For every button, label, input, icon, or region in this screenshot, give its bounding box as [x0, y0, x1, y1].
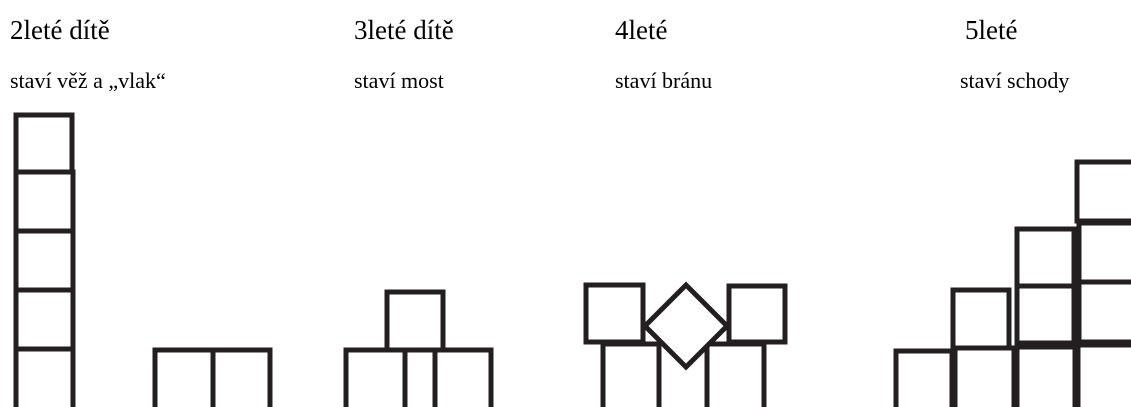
column-title-2-year: 2leté dítě [10, 15, 110, 45]
column-subtitle-bridge: staví most [354, 68, 444, 93]
block [704, 341, 767, 407]
bridge-construction [343, 289, 494, 407]
block [1075, 342, 1131, 407]
block [13, 169, 76, 234]
block [583, 282, 646, 345]
train-construction [152, 347, 273, 407]
block [13, 228, 76, 293]
block [1014, 226, 1077, 289]
block [1076, 279, 1131, 345]
block [726, 283, 788, 345]
column-title-3-year: 3leté dítě [354, 15, 454, 45]
tower-construction [13, 112, 76, 407]
stairs-construction [893, 159, 1131, 407]
column-title-5-year: 5leté [965, 15, 1018, 45]
block [600, 341, 662, 407]
block [1076, 220, 1131, 285]
block [13, 346, 76, 407]
block [343, 347, 408, 407]
block [950, 287, 1012, 351]
column-subtitle-tower-train: staví věž a „vlak“ [10, 68, 166, 93]
block [641, 281, 731, 371]
gate-construction [583, 281, 788, 407]
block [384, 289, 446, 353]
column-title-4-year: 4leté [615, 15, 668, 45]
block [402, 347, 438, 407]
block [13, 112, 75, 175]
block [432, 347, 494, 407]
block [152, 347, 216, 407]
block [210, 347, 273, 407]
column-subtitle-gate: staví bránu [615, 68, 713, 93]
block [1014, 344, 1078, 407]
block [1014, 283, 1077, 346]
column-subtitle-stairs: staví schody [960, 68, 1070, 93]
block [13, 287, 76, 352]
block [952, 345, 1017, 407]
block [1074, 159, 1131, 224]
block [893, 348, 955, 407]
